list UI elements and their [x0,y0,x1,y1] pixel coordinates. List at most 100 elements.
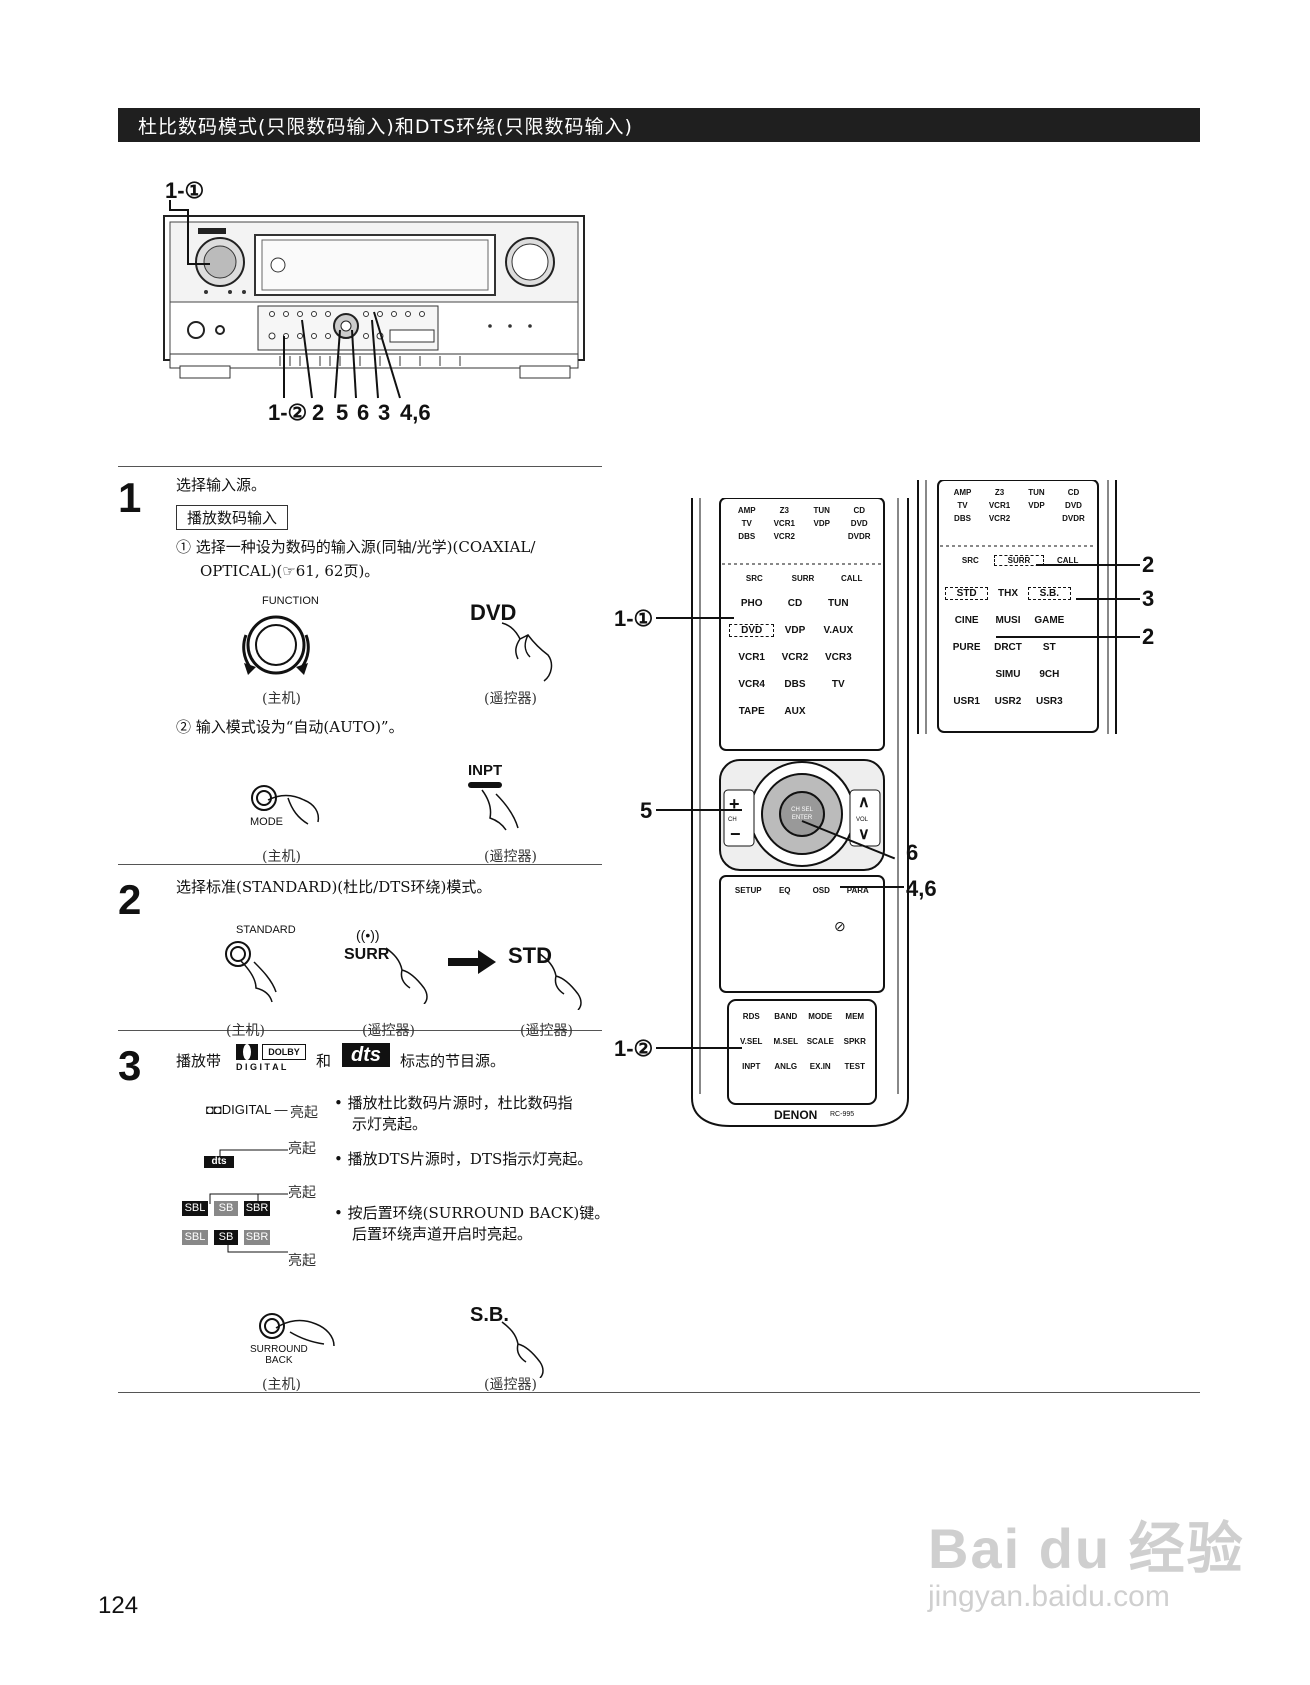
hand-press-icon [539,953,582,1010]
vcr2-button[interactable]: VCR2 [781,652,809,663]
simu-button[interactable]: SIMU [995,669,1021,680]
bullet-dts: • 播放DTS片源时，DTS指示灯亮起。 [334,1150,593,1168]
eq-button[interactable]: EQ [778,886,791,895]
aux-button[interactable]: AUX [784,706,806,717]
page-number: 124 [98,1592,139,1619]
caption-main-unit: (主机) [226,1023,265,1039]
vdp-button[interactable]: VDP [813,519,830,528]
digital-word: D I G I T A L [236,1062,287,1072]
remote-func-row: SETUP EQ OSD PARA [730,886,876,895]
z3-button[interactable]: Z3 [994,488,1005,497]
callout-line [840,886,904,888]
dts-logo: dts [342,1043,390,1067]
dvdr-button[interactable]: DVDR [1062,514,1085,523]
dvdr-button[interactable]: DVDR [847,532,871,541]
usr3-button[interactable]: USR3 [1035,696,1063,707]
tv-button[interactable]: TV [741,519,752,528]
std-button[interactable]: STD [944,587,989,600]
vcr4-button[interactable]: VCR4 [738,679,765,690]
ch-down-icon[interactable]: − [730,824,741,844]
msel-button[interactable]: M.SEL [773,1037,798,1046]
cine-button[interactable]: CINE [954,615,979,626]
digital-input-label: 播放数码输入 [176,505,289,530]
dbs-button[interactable]: DBS [784,679,806,690]
vdp-button[interactable]: VDP [1028,501,1045,510]
call-button[interactable]: CALL [1057,556,1079,565]
9ch-button[interactable]: 9CH [1039,669,1060,680]
receiver-illustration [163,200,585,399]
dvd-button[interactable]: DVD [1065,501,1082,510]
vcr1-button[interactable]: VCR1 [738,652,765,663]
vcr3-button[interactable]: VCR3 [824,652,852,663]
anlg-button[interactable]: ANLG [774,1062,798,1071]
ch-up-icon[interactable]: + [729,794,740,814]
mem-button[interactable]: MEM [845,1012,865,1021]
setup-button[interactable]: SETUP [734,886,762,895]
vol-down-icon[interactable]: ∨ [858,826,870,843]
amp-button[interactable]: AMP [737,506,756,515]
detail-callout-2: 2 [1142,552,1155,577]
para-button[interactable]: PARA [846,886,869,895]
vol-up-icon[interactable]: ∧ [858,794,870,811]
osd-button[interactable]: OSD [812,886,830,895]
dvd-button[interactable]: DVD [728,624,775,637]
surr-button[interactable]: SURR [993,555,1045,566]
vsel-button[interactable]: V.SEL [740,1037,763,1046]
tun-button[interactable]: TUN [1028,488,1045,497]
mute-icon[interactable]: ⊘ [834,918,846,934]
amp-button[interactable]: AMP [953,488,972,497]
detail-callout-3: 3 [1142,586,1155,611]
tun-button[interactable]: TUN [813,506,830,515]
dbs-button[interactable]: DBS [738,532,756,541]
vcr1-button[interactable]: VCR1 [988,501,1011,510]
vcr2-button[interactable]: VCR2 [773,532,795,541]
inpt-button[interactable]: INPT [742,1062,761,1071]
musi-button[interactable]: MUSI [995,615,1021,626]
cd-button[interactable]: CD [1067,488,1080,497]
pure-button[interactable]: PURE [952,642,981,653]
sb-button-label: S.B. [470,1304,509,1326]
tv-button[interactable]: TV [831,679,845,690]
usr1-button[interactable]: USR1 [953,696,980,707]
vcr1-button[interactable]: VCR1 [773,519,795,528]
remote-mode-row: SRC SURR CALL [730,574,876,583]
dvd-button[interactable]: DVD [850,519,868,528]
tv-button[interactable]: TV [957,501,968,510]
drct-button[interactable]: DRCT [994,642,1022,653]
callout-line [1076,598,1140,600]
rds-button[interactable]: RDS [742,1012,760,1021]
vdp-button[interactable]: VDP [784,625,806,636]
cd-button[interactable]: CD [787,598,803,609]
pho-button[interactable]: PHO [740,598,763,609]
mode-button[interactable]: MODE [808,1012,833,1021]
inpt-button-label: INPT [468,762,503,779]
usr2-button[interactable]: USR2 [994,696,1022,707]
call-button[interactable]: CALL [841,574,863,583]
game-button[interactable]: GAME [1034,615,1065,626]
caption-remote: (遥控器) [520,1023,573,1039]
src-button[interactable]: SRC [745,574,763,583]
src-button[interactable]: SRC [961,556,979,565]
detail-surround-mode-pad: STD THX S.B. CINE MUSI GAME PURE DRCT ST… [944,587,1071,707]
cd-button[interactable]: CD [853,506,866,515]
enter-button[interactable]: CH SEL ENTER [791,807,813,821]
vaux-button[interactable]: V.AUX [823,625,854,636]
spkr-button[interactable]: SPKR [843,1037,866,1046]
thx-button[interactable]: THX [997,588,1018,599]
test-button[interactable]: TEST [844,1062,865,1071]
tun-button[interactable]: TUN [828,598,849,609]
vcr2-button[interactable]: VCR2 [988,514,1011,523]
band-button[interactable]: BAND [774,1012,798,1021]
dbs-button[interactable]: DBS [954,514,971,523]
z3-button[interactable]: Z3 [779,506,789,515]
surr-button[interactable]: SURR [791,574,815,583]
exin-button[interactable]: EX.IN [809,1062,831,1071]
surr-button-label: SURR [344,946,390,963]
tape-button[interactable]: TAPE [738,706,765,717]
receiver-callout-5: 5 [336,400,349,425]
st-button[interactable]: ST [1042,642,1056,653]
scale-button[interactable]: SCALE [806,1037,834,1046]
sb-button[interactable]: S.B. [1027,587,1071,600]
receiver-callout-4-6: 4,6 [400,400,431,425]
lit-label: 亮起 [288,1185,316,1201]
